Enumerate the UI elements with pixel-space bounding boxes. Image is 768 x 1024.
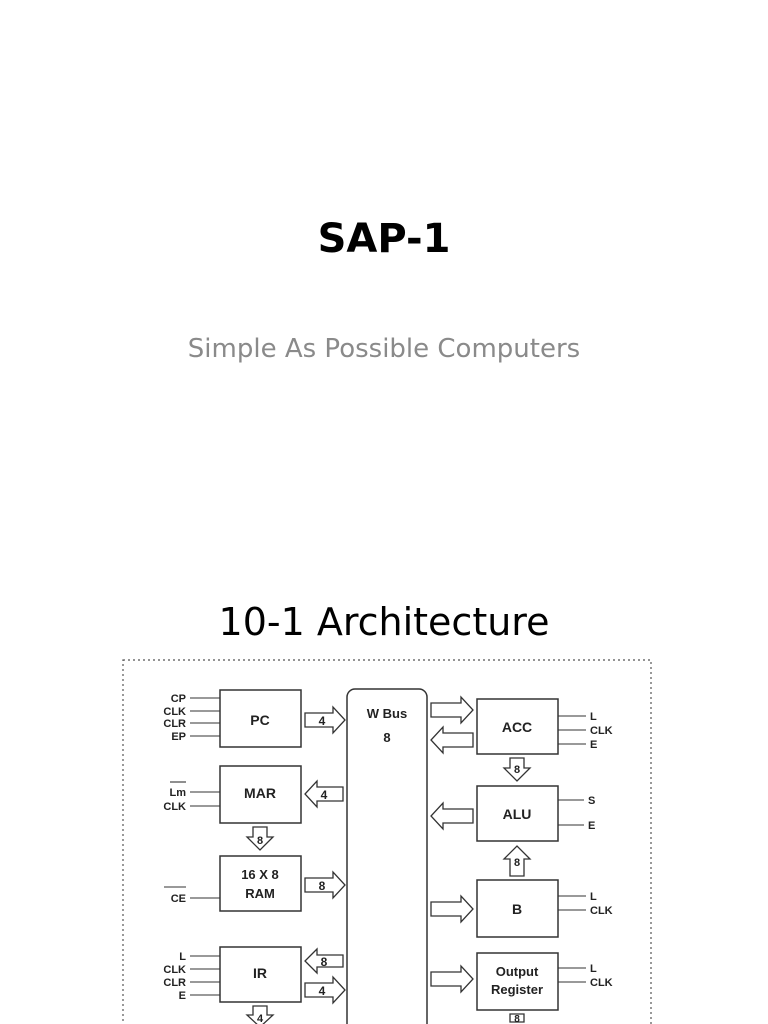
acc-control-lines <box>558 715 586 745</box>
ram-label-line1: 16 X 8 <box>241 867 279 882</box>
ir-bus-out-width: 4 <box>319 984 326 998</box>
acc-signal-clk: CLK <box>590 725 613 737</box>
ram-to-bus-arrow <box>304 870 346 900</box>
mar-signal-lm: Lm <box>170 787 187 799</box>
acc-to-bus-arrow <box>430 725 474 755</box>
architecture-diagram: W Bus 8 PC MAR 16 X 8 RAM IR ACC ALU B O… <box>122 659 652 1024</box>
mar-block <box>219 765 302 824</box>
slide-subtitle: Simple As Possible Computers <box>187 334 581 364</box>
mar-to-ram-arrow <box>245 826 275 851</box>
ir-signal-e: E <box>179 990 186 1002</box>
alu-signal-e: E <box>588 820 595 832</box>
alu-control-lines <box>558 799 584 826</box>
b-register-label: B <box>512 901 522 917</box>
alu-signal-s: S <box>588 795 595 807</box>
output-register-label-line2: Register <box>491 982 543 997</box>
ram-signal-ce: CE <box>171 893 186 905</box>
pc-signal-cp: CP <box>171 693 186 705</box>
bus-to-mar-arrow <box>304 779 344 809</box>
bus-to-acc-arrow <box>430 695 474 725</box>
ir-signal-clk: CLK <box>163 964 186 976</box>
acc-to-alu-arrow <box>502 757 532 782</box>
pc-to-bus-arrow <box>304 705 346 735</box>
acc-signal-l: L <box>590 711 597 723</box>
alu-to-bus-arrow <box>430 801 474 831</box>
diagram-frame <box>122 659 652 1024</box>
pc-control-lines <box>190 697 220 737</box>
ir-signal-l: L <box>179 951 186 963</box>
alu-label: ALU <box>503 806 532 822</box>
b-control-lines <box>558 895 586 911</box>
ir-bus-in-width: 8 <box>321 955 328 969</box>
output-signal-l: L <box>590 963 597 975</box>
ram-control-lines <box>164 886 220 899</box>
ram-label-line2: RAM <box>245 886 275 901</box>
slide-architecture: 10-1 Architecture W Bus 8 PC MAR 16 X 8 … <box>0 560 768 1024</box>
output-register-block <box>476 952 559 1011</box>
ram-block <box>219 855 302 912</box>
mar-ram-width: 8 <box>257 835 263 847</box>
ir-block <box>219 946 302 1003</box>
b-signal-clk: CLK <box>590 905 613 917</box>
acc-label: ACC <box>502 719 532 735</box>
output-signal-clk: CLK <box>590 977 613 989</box>
w-bus-width: 8 <box>383 730 390 745</box>
mar-bus-width: 4 <box>321 788 328 802</box>
mar-signal-clk: CLK <box>163 801 186 813</box>
ir-control-lines <box>190 955 220 996</box>
ir-to-bus-arrow <box>304 975 346 1005</box>
ir-down-arrow <box>245 1005 275 1024</box>
ir-signal-clr: CLR <box>163 977 186 989</box>
mar-control-lines <box>170 781 220 807</box>
bus-to-b-arrow <box>430 894 474 924</box>
pc-bus-width: 4 <box>319 714 326 728</box>
ram-bus-width: 8 <box>319 879 326 893</box>
w-bus-label: W Bus <box>367 706 407 721</box>
ir-down-width: 4 <box>257 1013 264 1024</box>
pc-signal-ep: EP <box>171 731 186 743</box>
w-bus <box>346 688 428 1024</box>
acc-block <box>476 698 559 755</box>
pc-signal-clk: CLK <box>163 706 186 718</box>
pc-signal-clr: CLR <box>163 718 186 730</box>
acc-signal-e: E <box>590 739 597 751</box>
slide-title: SAP-1 Simple As Possible Computers <box>187 216 581 364</box>
b-to-alu-arrow <box>502 845 532 877</box>
slide-title-heading: SAP-1 <box>317 216 451 262</box>
bus-to-ir-arrow <box>304 947 344 975</box>
output-down-arrow <box>509 1013 525 1023</box>
pc-label: PC <box>250 712 269 728</box>
alu-block <box>476 785 559 842</box>
output-down-width: 8 <box>514 1014 520 1024</box>
b-register-block <box>476 879 559 938</box>
ir-label: IR <box>253 965 267 981</box>
pc-block <box>219 689 302 748</box>
mar-label: MAR <box>244 785 276 801</box>
b-alu-width: 8 <box>514 857 520 869</box>
acc-alu-width: 8 <box>514 764 520 776</box>
bus-to-output-arrow <box>430 964 474 994</box>
architecture-heading: 10-1 Architecture <box>218 600 550 644</box>
b-signal-l: L <box>590 891 597 903</box>
output-register-label-line1: Output <box>496 964 539 979</box>
output-control-lines <box>558 967 586 983</box>
